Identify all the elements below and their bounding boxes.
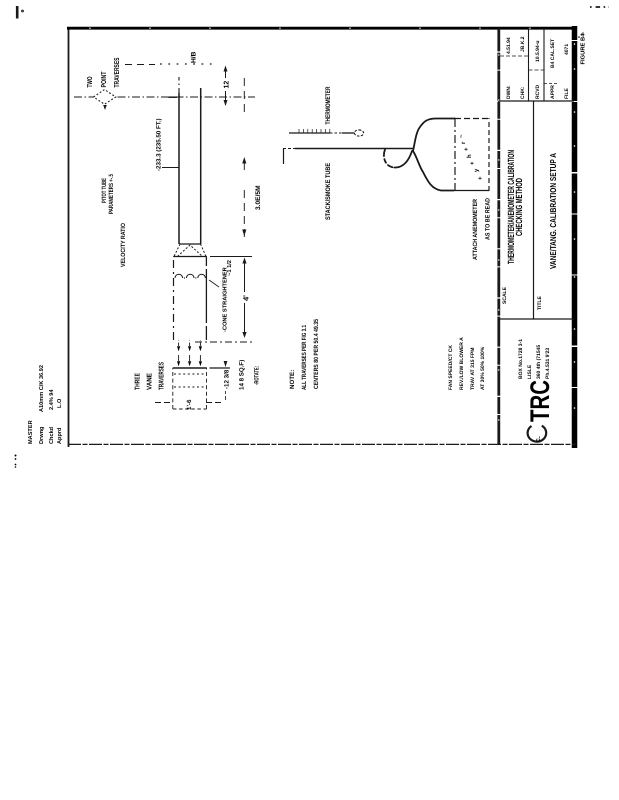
svg-text:2.4% 94: 2.4% 94: [49, 389, 55, 410]
svg-text:NOTE:: NOTE:: [289, 370, 296, 389]
svg-text:~1 1/2: ~1 1/2: [226, 260, 233, 276]
svg-text:c.: c.: [535, 436, 542, 442]
svg-text:10.5.94-u: 10.5.94-u: [535, 41, 541, 62]
svg-text:14 8 SQ.F): 14 8 SQ.F): [239, 360, 246, 390]
svg-text:TRAV AT 315 FPM: TRAV AT 315 FPM: [470, 348, 476, 390]
svg-text:H/B: H/B: [191, 51, 198, 63]
svg-text:APPR: APPR: [550, 85, 556, 99]
svg-text:h: h: [466, 154, 473, 158]
svg-text:L.O: L.O: [57, 398, 63, 408]
svg-text:4': 4': [242, 295, 251, 301]
svg-text:CENTERS 80 PER 50.4 49.35: CENTERS 80 PER 50.4 49.35: [313, 319, 320, 389]
svg-text:PARAMETERS +-.5: PARAMETERS +-.5: [108, 174, 115, 214]
svg-text:ATTACH ANEMOMETER: ATTACH ANEMOMETER: [472, 199, 479, 260]
svg-text:VANE: VANE: [147, 373, 154, 390]
svg-text:TRAVERSES: TRAVERSES: [114, 57, 121, 87]
svg-text:-CONE STRAIGHTENER: -CONE STRAIGHTENER: [223, 267, 229, 332]
svg-text:MASTER: MASTER: [28, 420, 34, 444]
svg-text:3.0E/5M: 3.0E/5M: [255, 185, 262, 210]
svg-text:VELOCITY RATIO: VELOCITY RATIO: [120, 223, 127, 267]
svg-text:POINT: POINT: [101, 71, 108, 88]
svg-text:ALL TRAVERSES PER FIG 3.1: ALL TRAVERSES PER FIG 3.1: [301, 325, 308, 390]
svg-text:-233.3 (235.50 FT.): -233.3 (235.50 FT.): [156, 118, 163, 171]
svg-text:CHECKING METHOD: CHECKING METHOD: [514, 178, 524, 236]
svg-text:DWN:: DWN:: [506, 85, 512, 99]
svg-text:TWO: TWO: [87, 76, 94, 87]
svg-text:A10mm C/K 36.92: A10mm C/K 36.92: [38, 365, 45, 412]
svg-text:-12 3/8: -12 3/8: [224, 369, 231, 389]
svg-text:FIGURE B4-: FIGURE B4-: [580, 32, 587, 65]
svg-text:-ROTATE:: -ROTATE:: [254, 366, 261, 385]
svg-text:TRAVERSES: TRAVERSES: [159, 362, 166, 390]
svg-text:STACK/SMOKE TUBE: STACK/SMOKE TUBE: [325, 162, 332, 220]
svg-text:THERMOMETER/ANEMOMETER CALIBRA: THERMOMETER/ANEMOMETER CALIBRATION: [506, 150, 516, 264]
svg-text:THREE: THREE: [135, 373, 142, 390]
svg-text:+: +: [478, 176, 484, 180]
svg-text:CHK:: CHK:: [520, 86, 526, 99]
svg-text:~: ~: [459, 134, 465, 138]
svg-text:y: y: [474, 168, 480, 172]
svg-text:r: r: [461, 141, 467, 144]
svg-text:B4 CAL.SET: B4 CAL.SET: [550, 39, 556, 68]
svg-text:4071: 4071: [564, 44, 570, 55]
svg-text:12: 12: [224, 81, 231, 89]
svg-text:4.51.94: 4.51.94: [506, 37, 512, 54]
svg-text:360 4th (71545: 360 4th (71545: [536, 345, 542, 379]
svg-text:Apprd: Apprd: [56, 427, 63, 444]
svg-text:TRC: TRC: [525, 380, 555, 422]
svg-text:THERMOMETER: THERMOMETER: [325, 86, 332, 124]
svg-text:+: +: [470, 161, 476, 165]
svg-text:PITOT TUBE: PITOT TUBE: [101, 178, 108, 203]
svg-text:SCALE: SCALE: [502, 286, 508, 304]
svg-text:VANE/TANG. CALIBRATION SETUP A: VANE/TANG. CALIBRATION SETUP A: [548, 153, 558, 269]
svg-text:1'-6: 1'-6: [186, 399, 193, 410]
svg-text:LISLE: LISLE: [527, 364, 533, 379]
svg-text:Drwng: Drwng: [39, 426, 45, 444]
svg-text:BOX No.1728 3-1: BOX No.1728 3-1: [518, 339, 524, 379]
svg-text:+: +: [464, 147, 470, 151]
svg-text:TITLE: TITLE: [537, 295, 543, 310]
svg-text:RCVD: RCVD: [535, 84, 541, 99]
svg-text:AS TO BE READ: AS TO BE READ: [485, 198, 492, 240]
svg-text:Ph.4.531 9'23: Ph.4.531 9'23: [545, 348, 551, 379]
svg-text:JB.K.2: JB.K.2: [520, 36, 526, 52]
svg-text:AT 30% 50% 100%: AT 30% 50% 100%: [480, 346, 486, 390]
svg-text:Chckd: Chckd: [48, 426, 55, 444]
svg-text:FAN SPEED/CT CK: FAN SPEED/CT CK: [448, 345, 454, 390]
svg-text:FILE: FILE: [564, 88, 570, 99]
svg-text:REV./LOW BLOWER A: REV./LOW BLOWER A: [459, 337, 465, 390]
